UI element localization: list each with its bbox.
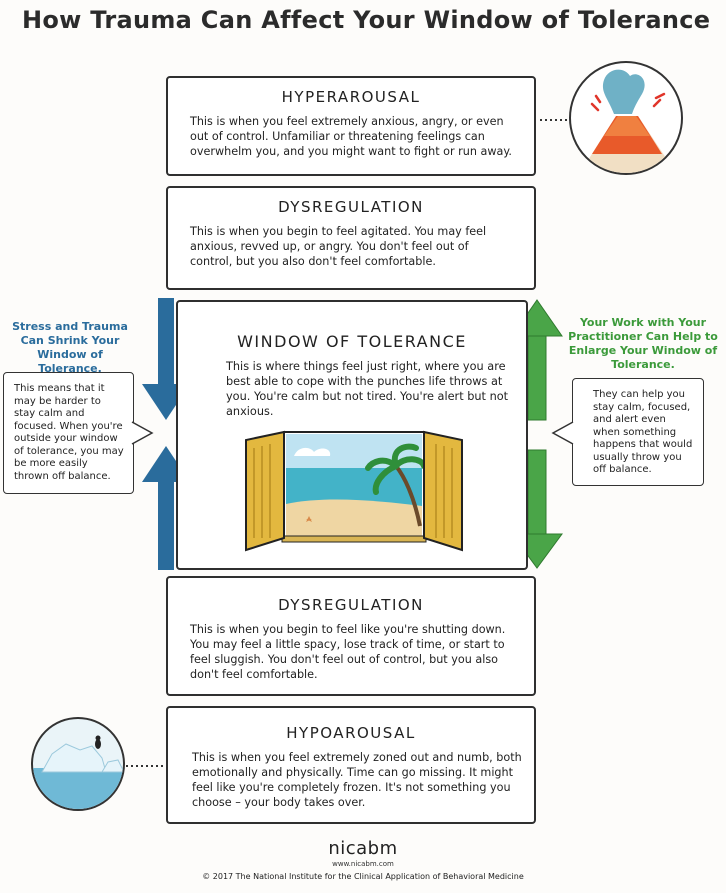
iceberg-icon	[31, 717, 168, 811]
hyperarousal-text: This is when you feel extremely anxious,…	[190, 115, 512, 158]
dysregulation-lower-text: This is when you begin to feel like you'…	[190, 623, 506, 681]
nicabm-logo: nicabm	[328, 838, 398, 859]
enlarge-bubble: They can help you stay calm, focused, an…	[572, 378, 704, 486]
copyright-text: © 2017 The National Institute for the Cl…	[202, 872, 524, 881]
dysregulation-lower-heading: DYSREGULATION	[278, 596, 424, 614]
hypoarousal-text: This is when you feel extremely zoned ou…	[192, 751, 522, 809]
open-window-beach-icon	[245, 430, 463, 552]
hyperarousal-heading: HYPERAROUSAL	[281, 88, 421, 106]
shrink-heading: Stress and Trauma Can Shrink Your Window…	[12, 320, 128, 375]
volcano-icon	[540, 61, 683, 175]
dysregulation-upper-text: This is when you begin to feel agitated.…	[190, 225, 487, 268]
window-of-tolerance-heading: WINDOW OF TOLERANCE	[237, 332, 467, 351]
hypoarousal-box: HYPOAROUSAL This is when you feel extrem…	[166, 706, 536, 824]
window-of-tolerance-text: This is where things feel just right, wh…	[226, 360, 509, 418]
dysregulation-upper-heading: DYSREGULATION	[278, 198, 424, 216]
left-bubble-pointer-icon	[131, 421, 154, 445]
enlarge-heading: Your Work with Your Practitioner Can Hel…	[568, 316, 718, 371]
shrink-arrows-icon	[142, 298, 190, 570]
page-title: How Trauma Can Affect Your Window of Tol…	[22, 6, 711, 34]
shrink-bubble: This means that it may be harder to stay…	[3, 372, 134, 494]
dysregulation-lower-box: DYSREGULATION This is when you begin to …	[166, 576, 536, 696]
hypoarousal-heading: HYPOAROUSAL	[286, 724, 416, 742]
hyperarousal-box: HYPERAROUSAL This is when you feel extre…	[166, 76, 536, 176]
right-bubble-pointer-icon	[551, 421, 574, 445]
website-text: www.nicabm.com	[332, 860, 394, 868]
dysregulation-upper-box: DYSREGULATION This is when you begin to …	[166, 186, 536, 290]
